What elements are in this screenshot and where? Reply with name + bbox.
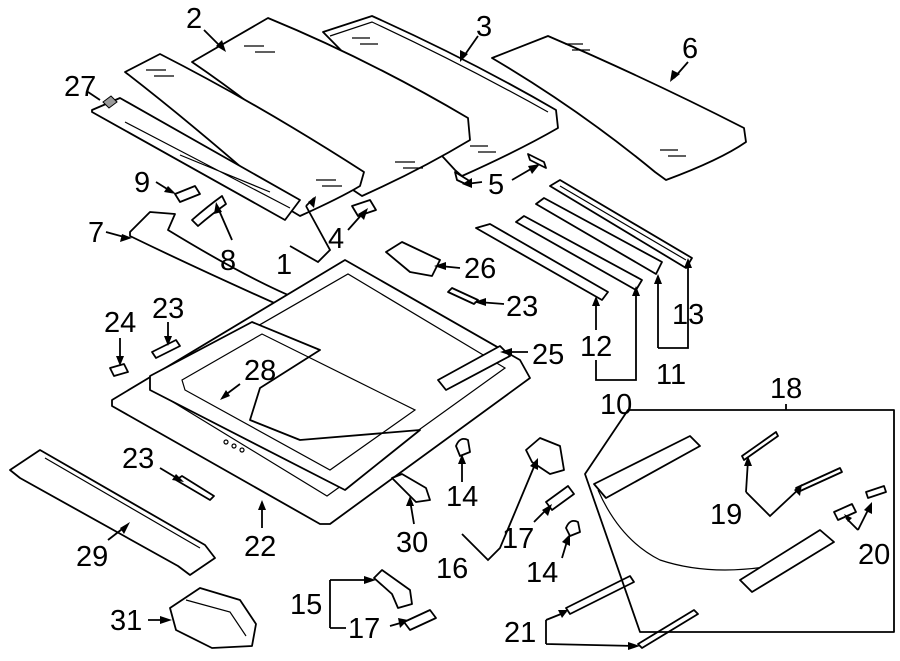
callout-14-upper: 14 [446, 481, 478, 513]
callout-23-top: 23 [506, 291, 538, 323]
roller-10 [535, 197, 663, 275]
bracket-15 [373, 569, 413, 609]
bracket-30 [391, 473, 431, 503]
callout-15: 15 [290, 589, 322, 621]
callout-31: 31 [110, 605, 142, 637]
callout-1: 1 [276, 249, 292, 281]
glass-panel-1 [124, 53, 365, 217]
strip-21-lower [637, 609, 699, 649]
bracket-26 [385, 241, 441, 277]
callout-24: 24 [104, 307, 136, 339]
callout-8: 8 [220, 245, 236, 277]
callout-21: 21 [504, 617, 536, 649]
callout-26: 26 [464, 253, 496, 285]
strip-23-top [447, 287, 479, 305]
callout-9: 9 [134, 167, 150, 199]
cap-14-bottom [565, 519, 581, 537]
callout-23-left: 23 [152, 293, 184, 325]
callout-16: 16 [436, 553, 468, 585]
inset-box-18 [584, 409, 895, 633]
callout-22: 22 [244, 531, 276, 563]
callout-20: 20 [858, 539, 890, 571]
callout-28: 28 [244, 355, 276, 387]
glass-panel-6 [491, 35, 747, 181]
callout-13: 13 [672, 299, 704, 331]
clip-20 [833, 503, 857, 521]
bracket-29 [9, 449, 216, 576]
callout-19: 19 [710, 499, 742, 531]
callout-7: 7 [88, 217, 104, 249]
callout-17-upper: 17 [502, 523, 534, 555]
callout-10: 10 [600, 389, 632, 421]
callout-12: 12 [580, 331, 612, 363]
motor-31 [169, 587, 257, 649]
callout-18: 18 [770, 373, 802, 405]
roof-frame-22 [111, 259, 531, 525]
callout-17-lower: 17 [348, 613, 380, 645]
strip-23-left [151, 339, 181, 359]
roller-11 [515, 215, 643, 291]
callout-6: 6 [682, 33, 698, 65]
callout-14-lower: 14 [526, 557, 558, 589]
strip-25 [437, 345, 511, 391]
seal-4 [351, 199, 377, 217]
callout-30: 30 [396, 527, 428, 559]
clip-9 [174, 185, 201, 203]
cap-14-top [455, 437, 471, 457]
callout-23-lower: 23 [122, 443, 154, 475]
callout-3: 3 [476, 11, 492, 43]
callout-5: 5 [488, 169, 504, 201]
strip-23-lower [175, 475, 215, 501]
rail-12 [475, 223, 609, 301]
leader-lines [87, 29, 872, 650]
seal-5b [527, 153, 547, 169]
callout-labels: 2 3 6 27 9 7 8 1 4 5 26 23 25 24 23 28 1… [64, 3, 890, 649]
callout-25: 25 [532, 339, 564, 371]
callout-2: 2 [186, 3, 202, 35]
callout-4: 4 [328, 223, 344, 255]
callout-11: 11 [656, 359, 686, 391]
callout-29: 29 [76, 541, 108, 573]
clip-17-lower [403, 609, 437, 631]
rail-13 [549, 179, 693, 269]
callout-27: 27 [64, 71, 96, 103]
bracket-8 [191, 195, 227, 227]
deflector-strip-27 [91, 95, 301, 221]
strip-21-upper [565, 575, 635, 615]
bracket-16 [525, 437, 565, 475]
cable-19 [741, 431, 779, 461]
pad-24 [109, 363, 129, 377]
